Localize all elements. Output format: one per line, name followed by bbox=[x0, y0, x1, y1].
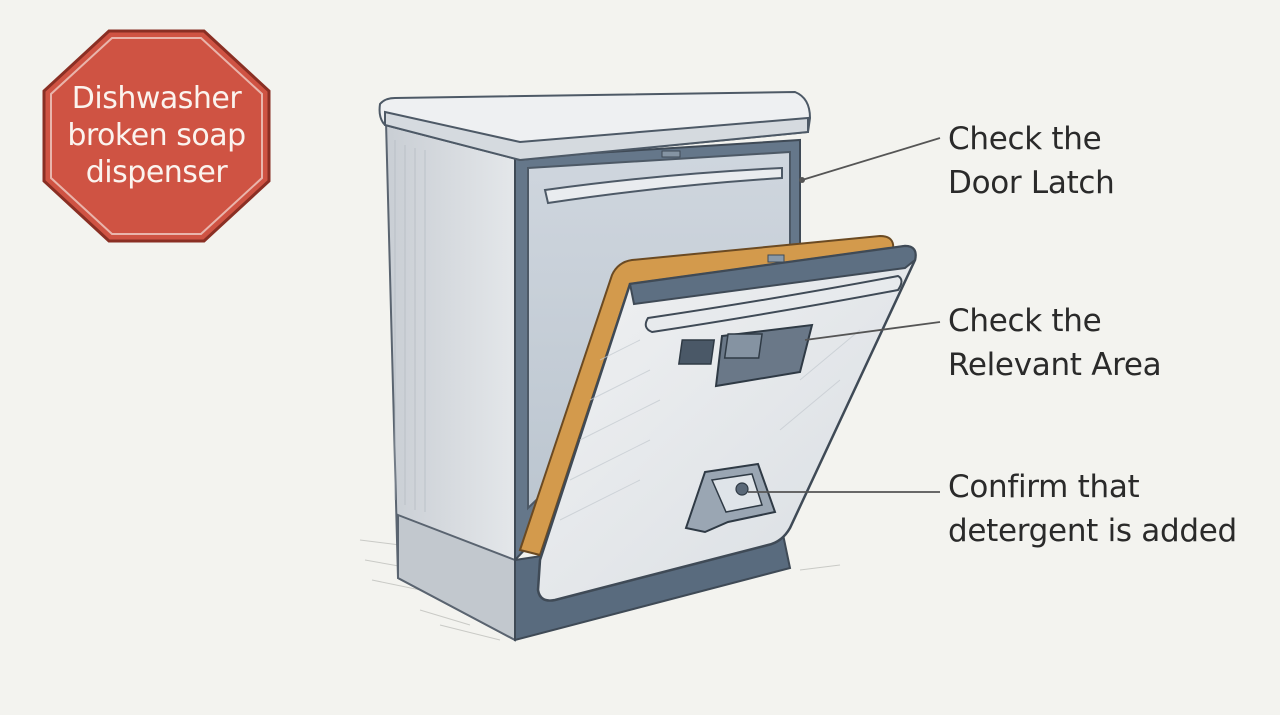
upper-handle bbox=[543, 166, 783, 205]
callout-detergent-line-1: Confirm that bbox=[948, 469, 1140, 505]
leader-lines bbox=[748, 137, 941, 493]
callout-door-latch-line-2: Door Latch bbox=[948, 165, 1115, 201]
leader-relevant-area bbox=[804, 321, 941, 341]
stop-sign-line-2: broken soap bbox=[67, 118, 246, 153]
callout-detergent-line-2: detergent is added bbox=[948, 513, 1237, 549]
stop-sign-text: Dishwasher broken soap dispenser bbox=[42, 80, 271, 191]
callout-relevant-area-line-1: Check the bbox=[948, 303, 1102, 339]
stop-sign-title: Dishwasher broken soap dispenser bbox=[42, 29, 271, 243]
control-right-block bbox=[723, 333, 763, 359]
leader-dot-door-latch bbox=[799, 177, 805, 183]
octagon-sign-icon bbox=[42, 29, 271, 243]
door-latch-tab bbox=[767, 254, 785, 263]
callout-relevant-area: Check the Relevant Area bbox=[948, 299, 1162, 387]
side-hatching bbox=[394, 140, 426, 512]
stop-sign-line-1: Dishwasher bbox=[71, 81, 242, 116]
dispenser-latch bbox=[735, 482, 749, 496]
control-left-block bbox=[677, 339, 716, 365]
countertop-edge bbox=[384, 110, 809, 162]
callout-detergent: Confirm that detergent is added bbox=[948, 465, 1237, 553]
latch-slot bbox=[661, 150, 681, 158]
door-top-edge bbox=[628, 244, 917, 306]
door-hatching bbox=[559, 329, 861, 521]
leader-door-latch bbox=[801, 137, 941, 181]
callout-door-latch: Check the Door Latch bbox=[948, 117, 1115, 205]
door-handle bbox=[644, 274, 903, 334]
callout-door-latch-line-1: Check the bbox=[948, 121, 1102, 157]
stop-sign-line-3: dispenser bbox=[85, 155, 228, 190]
callout-relevant-area-line-2: Relevant Area bbox=[948, 347, 1162, 383]
floor-shadow bbox=[359, 539, 841, 641]
